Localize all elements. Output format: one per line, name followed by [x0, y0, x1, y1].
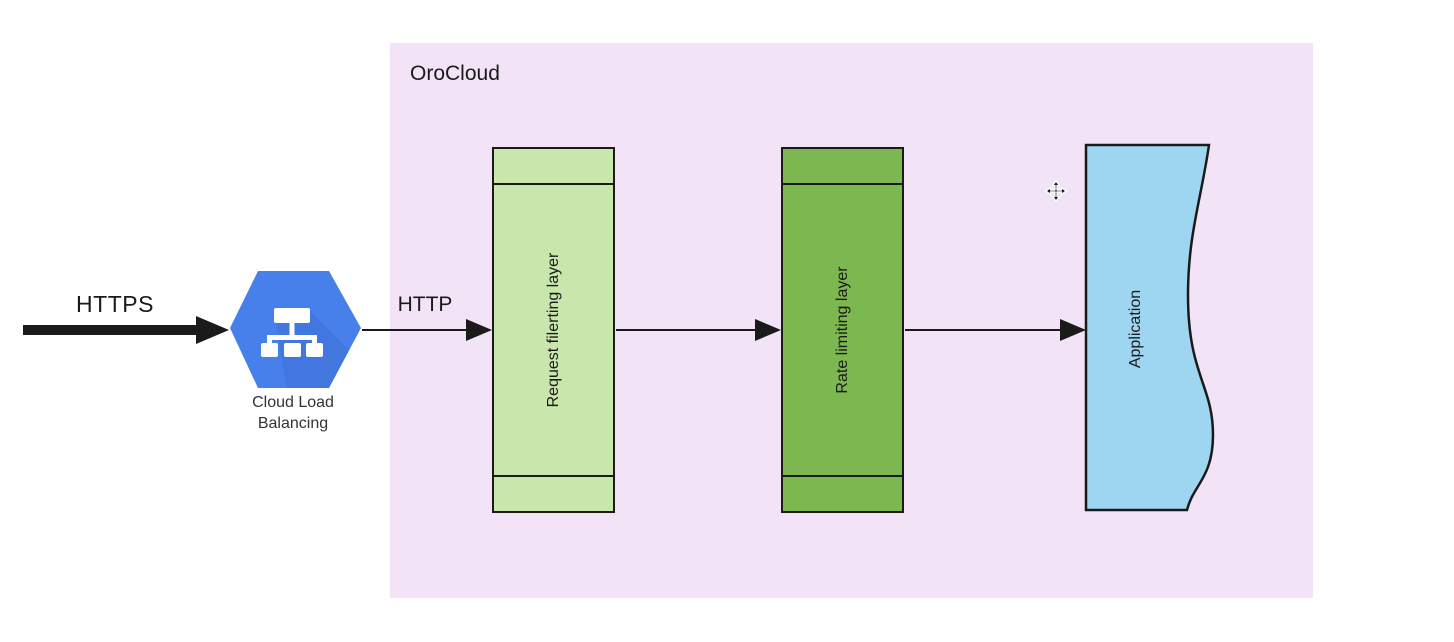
http-label: HTTP: [397, 293, 453, 316]
node-request-filtering-layer[interactable]: Request filerting layer: [492, 147, 615, 513]
load-balancer-label: Cloud Load Balancing: [252, 394, 334, 432]
band-divider: [783, 475, 902, 477]
move-cursor-icon: [1045, 180, 1067, 202]
node-label: Rate limiting layer: [833, 266, 851, 394]
node-application[interactable]: [1070, 138, 1230, 523]
orocloud-container-label: OroCloud: [410, 62, 500, 85]
node-rate-limiting-layer[interactable]: Rate limiting layer: [781, 147, 904, 513]
load-balancer-hexagon-icon[interactable]: [222, 263, 366, 395]
band-divider: [783, 183, 902, 185]
https-arrow[interactable]: [23, 316, 229, 344]
node-application-label-wrap: Application: [1086, 147, 1190, 510]
node-label: Request filerting layer: [544, 252, 562, 408]
node-label: Application: [1126, 289, 1144, 368]
band-divider: [494, 475, 613, 477]
network-tree-glyph: [261, 308, 323, 357]
https-label: HTTPS: [76, 291, 154, 317]
band-divider: [494, 183, 613, 185]
